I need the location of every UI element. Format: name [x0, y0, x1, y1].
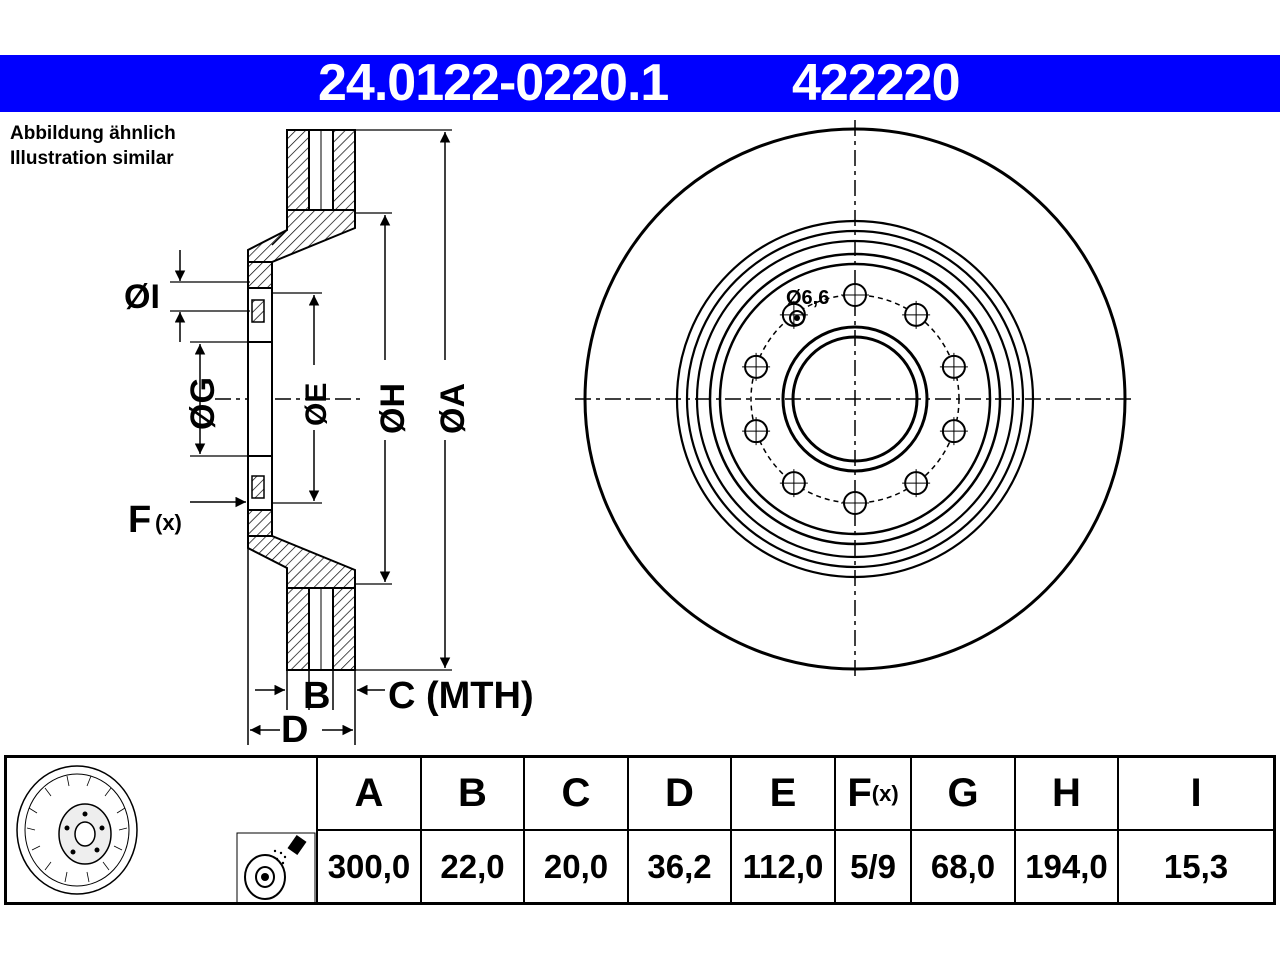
column-value-e: 112,0 — [730, 831, 834, 902]
column-header-label: G — [947, 771, 979, 815]
column-header-label: E — [769, 771, 797, 815]
column-header-sub: (x) — [871, 780, 899, 806]
label-d: D — [281, 709, 308, 750]
reference-number: 422220 — [792, 54, 961, 112]
column-header-label: D — [665, 771, 694, 815]
column-header-label: I — [1190, 771, 1202, 815]
column-header-g: G — [910, 758, 1014, 831]
label-g: ØG — [184, 377, 222, 430]
outer-friction-ring-bottom — [332, 587, 356, 671]
column-header-label: H — [1052, 771, 1081, 815]
column-value-a: 300,0 — [316, 831, 420, 902]
column-header-a: A — [316, 758, 420, 831]
label-c: C (MTH) — [388, 675, 534, 717]
part-number: 24.0122-0220.1 — [318, 54, 669, 112]
inner-friction-ring-bottom — [286, 587, 310, 671]
label-f-sub: (x) — [155, 510, 182, 535]
thumbnail-cell — [7, 758, 316, 902]
column-header-i: I — [1117, 758, 1273, 831]
label-h: ØH — [374, 383, 412, 434]
coating-spray-icon — [236, 832, 316, 902]
section-view: ØI ØG F (x) ØE ØH ØA B C (MTH) — [124, 129, 534, 750]
column-header-b: B — [420, 758, 523, 831]
column-value-d: 36,2 — [627, 831, 730, 902]
column-value-f: 5/9 — [834, 831, 910, 902]
technical-drawing: ØI ØG F (x) ØE ØH ØA B C (MTH) — [124, 120, 1135, 750]
column-value-b: 22,0 — [420, 831, 523, 902]
inner-friction-ring-top — [286, 129, 310, 211]
column-header-h: H — [1014, 758, 1117, 831]
column-value-g: 68,0 — [910, 831, 1014, 902]
column-value-h: 194,0 — [1014, 831, 1117, 902]
label-f: F — [128, 499, 151, 541]
column-header-label: A — [354, 771, 384, 815]
disc-thumbnail-icon — [16, 765, 316, 902]
column-header-label: C — [561, 771, 591, 815]
header-bar: 24.0122-0220.1 422220 — [0, 55, 1280, 112]
label-a: ØA — [434, 383, 472, 434]
column-header-f: F(x) — [834, 758, 910, 831]
label-b: B — [303, 675, 330, 717]
column-header-e: E — [730, 758, 834, 831]
column-value-c: 20,0 — [523, 831, 627, 902]
locating-hole — [789, 310, 805, 326]
note-german: Abbildung ähnlich — [10, 123, 176, 144]
hole-label: Ø6,6 — [786, 287, 829, 309]
label-i: ØI — [124, 278, 160, 316]
column-header-label: F — [847, 771, 872, 815]
outer-friction-ring-top — [332, 129, 356, 211]
label-e: ØE — [300, 383, 333, 426]
column-value-i: 15,3 — [1117, 831, 1273, 902]
note-english: Illustration similar — [10, 148, 174, 169]
column-header-c: C — [523, 758, 627, 831]
column-header-d: D — [627, 758, 730, 831]
column-header-label: B — [458, 771, 487, 815]
front-view: Ø6,6 — [575, 120, 1135, 680]
